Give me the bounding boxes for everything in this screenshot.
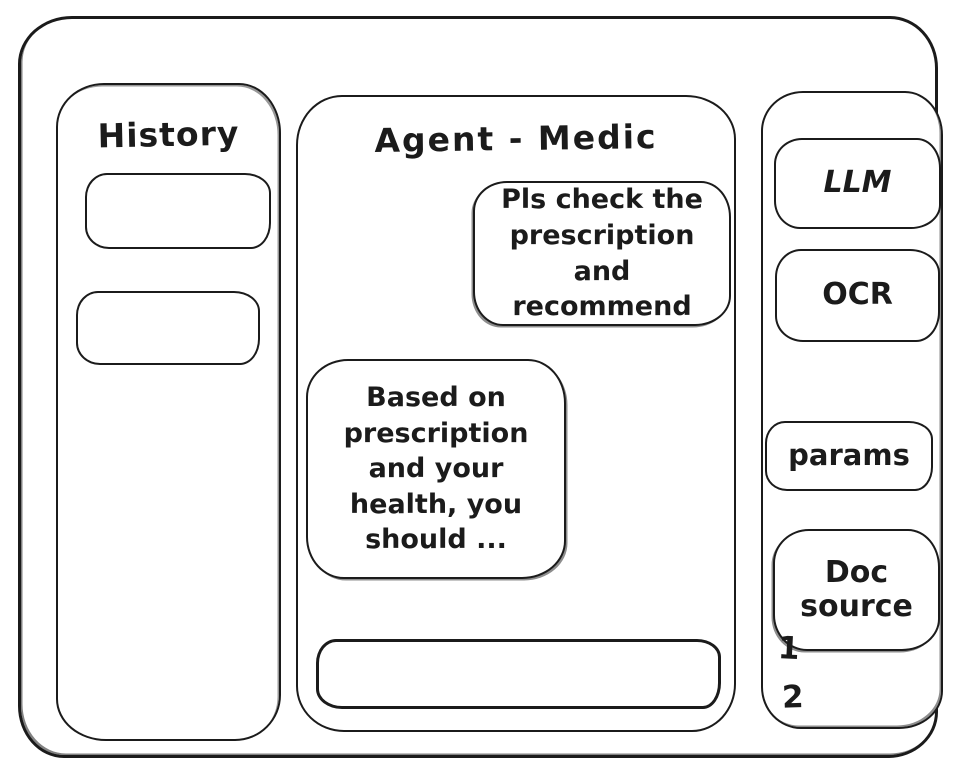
params-button[interactable]: params — [765, 421, 933, 491]
user-message-text: Pls check the prescription and recommend — [501, 184, 703, 323]
doc-source-item-2[interactable]: 2 — [781, 678, 805, 716]
doc-source-button[interactable]: Doc source — [773, 529, 940, 651]
assistant-message-text: Based on prescription and your health, y… — [343, 381, 529, 556]
user-message-bubble: Pls check the prescription and recommend — [473, 181, 731, 326]
assistant-message-bubble: Based on prescription and your health, y… — [306, 359, 566, 579]
chat-input[interactable] — [316, 639, 721, 709]
chat-title: Agent - Medic — [374, 117, 658, 160]
app-window: History Agent - Medic Pls check the pres… — [18, 16, 943, 758]
history-title: History — [97, 113, 240, 156]
llm-button[interactable]: LLM — [774, 138, 941, 229]
history-item[interactable] — [76, 291, 260, 365]
history-item[interactable] — [85, 173, 271, 249]
ocr-button[interactable]: OCR — [775, 249, 940, 342]
chat-panel: Agent - Medic Pls check the prescription… — [296, 95, 736, 732]
doc-source-item-1[interactable]: 1 — [777, 629, 801, 668]
history-panel: History — [56, 83, 281, 741]
tools-panel: LLM OCR params Doc source 1 2 — [761, 91, 943, 729]
